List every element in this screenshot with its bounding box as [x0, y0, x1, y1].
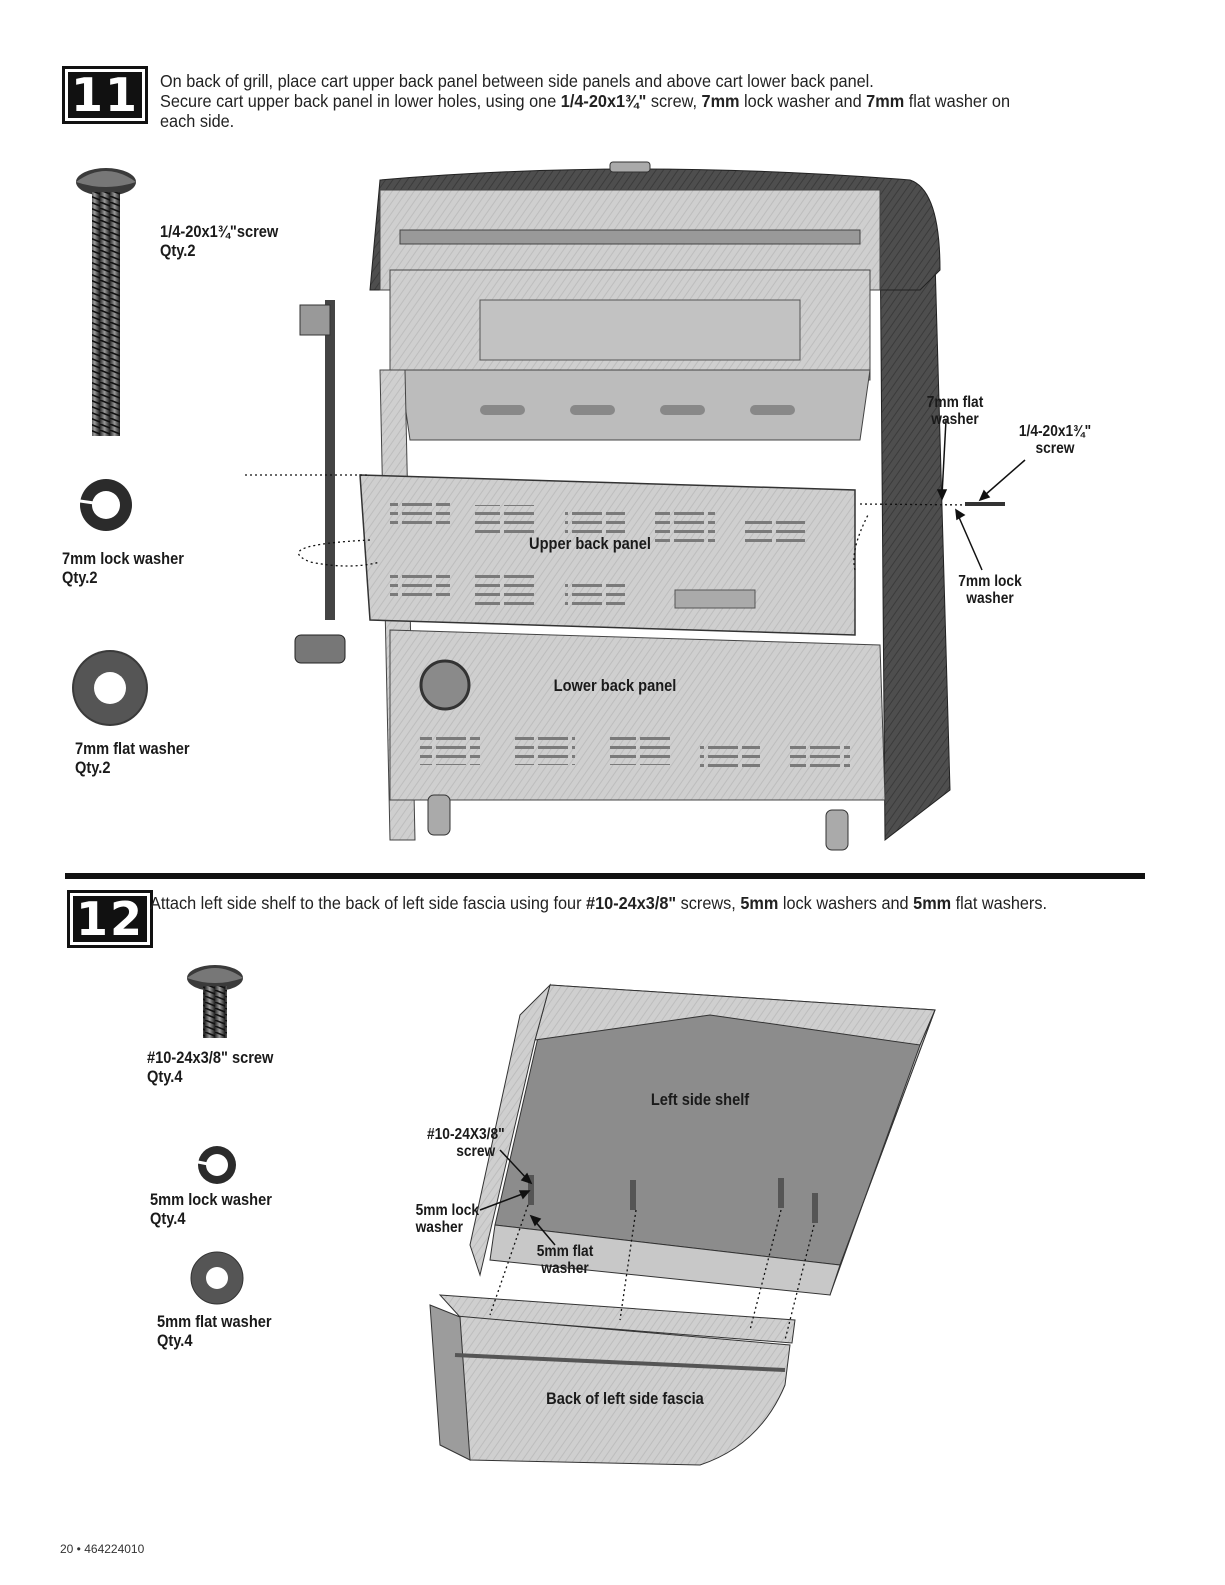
- callout-lower-back-panel: Lower back panel: [553, 676, 677, 695]
- step-11-number: 11: [70, 68, 139, 122]
- step-12-badge: 12: [67, 890, 153, 948]
- step-11-line1: On back of grill, place cart upper back …: [160, 71, 874, 91]
- section-divider: [65, 873, 1145, 879]
- step-11-parts-illustration: [76, 168, 136, 531]
- step-11-badge: 11: [62, 66, 148, 124]
- callout-10-24-screw: #10-24X3/8"screw: [427, 1126, 505, 1160]
- long-screw-icon: [76, 168, 136, 436]
- flat-washer-5mm-icon: [190, 1251, 244, 1305]
- page-footer: 20 • 464224010: [60, 1542, 145, 1556]
- lower-panel-vents: [420, 735, 850, 770]
- lock-washer-5mm-icon: [197, 1146, 236, 1184]
- step-11-screw-label: 1/4-20x1¾"screw Qty.2: [160, 222, 279, 260]
- step-11-flat-washer-label: 7mm flat washer Qty.2: [75, 739, 190, 777]
- lock-washer-7mm-icon: [79, 479, 132, 531]
- upper-panel-vents: [390, 500, 805, 609]
- callout-left-side-shelf: Left side shelf: [650, 1090, 750, 1109]
- short-screw-icon: [187, 965, 243, 1038]
- step-12-parts-illustration: [187, 965, 244, 1305]
- callout-back-of-left-side-fascia: Back of left side fascia: [546, 1389, 704, 1408]
- callout-upper-back-panel: Upper back panel: [529, 534, 651, 553]
- flat-washer-7mm-icon: [72, 650, 148, 726]
- step-12-instructions: Attach left side shelf to the back of le…: [150, 893, 1048, 913]
- shelf-fascia-illustration: [429, 983, 936, 1466]
- callout-screw-quarter-inch: 1/4-20x1¾"screw: [1018, 423, 1092, 457]
- step-11-lock-washer-label: 7mm lock washer Qty.2: [62, 549, 184, 587]
- step-11-line3: each side.: [160, 111, 235, 131]
- step-11-instructions: On back of grill, place cart upper back …: [160, 71, 1146, 131]
- step-11-line2: Secure cart upper back panel in lower ho…: [160, 91, 1011, 111]
- step-12-number: 12: [75, 892, 144, 946]
- grill-back-illustration: [245, 161, 1026, 851]
